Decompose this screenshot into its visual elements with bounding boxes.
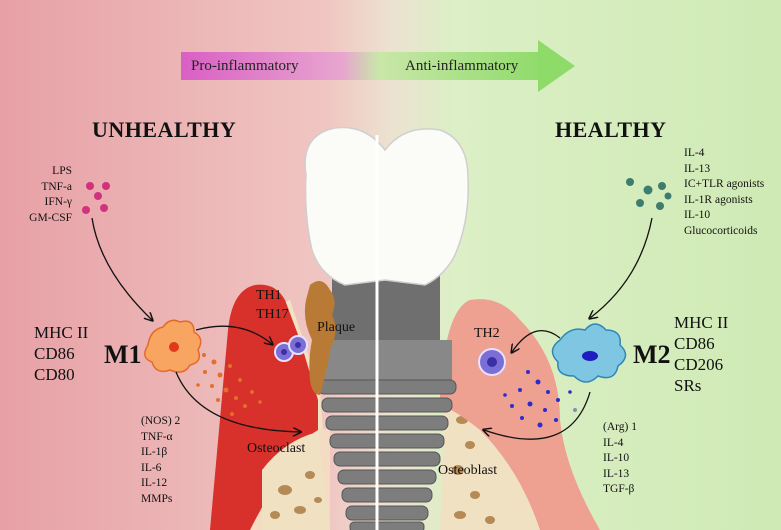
secreted-item: IL-6 [141,461,162,474]
unhealthy-heading: UNHEALTHY [92,117,237,142]
stimulus-item: IL-10 [684,209,711,221]
stimulus-item: Glucocorticoids [684,224,758,237]
th1-cells [274,335,308,362]
stimulus-item: GM-CSF [29,211,72,224]
plaque-label: Plaque [317,320,356,335]
bone-left-inner [262,432,330,530]
marker-item: SRs [674,376,702,395]
secreted-item: IL-10 [603,452,630,464]
th2-label: TH2 [474,326,500,341]
marker-item: CD80 [34,365,75,384]
secreted-item: IL-1β [141,446,168,458]
pro-inflammatory-label: Pro-inflammatory [191,58,299,74]
secreted-item: (Arg) 1 [603,421,637,433]
osteoclast-label: Osteoclast [247,441,306,456]
arrows [91,217,653,440]
stimulus-item: IC+TLR agonists [684,178,765,190]
stimuli-dots-right [626,178,672,210]
m1-secretion-dots [196,353,262,416]
t-cell-label: TH1 [256,288,282,303]
m1-secreted-list: (NOS) 2 TNF-α IL-1β IL-6 IL-12 MMPs [141,414,180,507]
crown [304,126,469,286]
t-cell-label: TH17 [256,307,289,322]
m1-markers: MHC II CD86 CD80 [34,322,88,385]
stimulus-item: IL-4 [684,147,705,159]
secreted-item: (NOS) 2 [141,415,181,427]
plaque [304,281,336,395]
stimulus-item: TNF-a [41,180,72,193]
m1-macrophage [144,319,202,373]
healthy-stimuli-list: IL-4 IL-13 IC+TLR agonists IL-1R agonist… [684,146,764,239]
stimulus-item: IL-1R agonists [684,193,753,206]
inflammation-arrow [181,40,575,92]
m2-secreted-list: (Arg) 1 IL-4 IL-10 IL-13 TGF-β [603,420,637,498]
m2-secretion-dots [503,370,577,428]
stimuli-dots-left [82,182,110,214]
secreted-item: TGF-β [603,483,635,495]
osteoblast-label: Osteoblast [438,463,498,478]
th-labels-left: TH1 TH17 [256,286,289,324]
stimulus-item: IL-13 [684,162,711,175]
m2-markers: MHC II CD86 CD206 SRs [674,312,728,396]
marker-item: CD86 [674,334,715,353]
secreted-item: IL-13 [603,467,630,480]
marker-item: CD86 [34,344,75,363]
marker-item: CD206 [674,355,724,374]
stimulus-item: LPS [52,165,72,177]
stimulus-item: IFN-γ [44,196,72,208]
m2-macrophage [551,323,627,383]
m2-label: M2 [633,340,671,369]
secreted-item: TNF-α [141,430,173,443]
secreted-item: IL-12 [141,477,168,489]
secreted-item: IL-4 [603,436,624,449]
th2-cell [478,348,506,376]
marker-item: MHC II [674,313,729,332]
m1-label: M1 [104,340,142,369]
anti-inflammatory-label: Anti-inflammatory [405,58,519,74]
marker-item: MHC II [34,323,89,342]
healthy-heading: HEALTHY [555,117,667,142]
secreted-item: MMPs [141,492,173,505]
unhealthy-stimuli-list: LPS TNF-a IFN-γ GM-CSF [20,164,72,226]
